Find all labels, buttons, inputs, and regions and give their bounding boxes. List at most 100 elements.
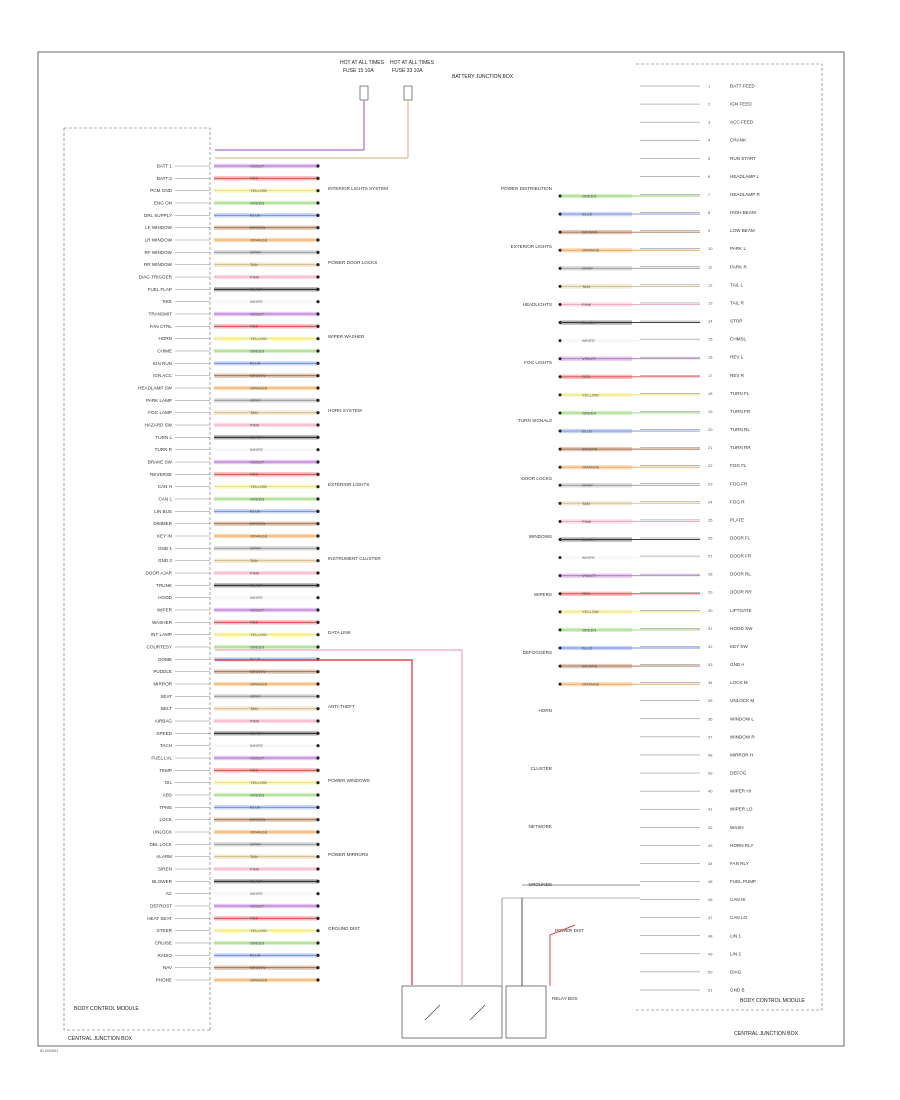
left-wire-terminal	[316, 287, 320, 291]
right-wire-terminal	[558, 501, 562, 505]
right-pin-number: 42	[708, 825, 713, 830]
left-pin-label: DRL SUPPLY	[144, 213, 172, 218]
left-wire-color: WHITE	[250, 743, 263, 748]
left-pin-label: INT LAMP	[151, 632, 172, 637]
left-wire-color: BLACK	[250, 731, 263, 736]
left-wire-terminal	[316, 608, 320, 612]
right-wire-color: BLUE	[582, 428, 593, 433]
right-wire-terminal	[558, 302, 562, 306]
left-system-note: DATA LINK	[328, 630, 352, 635]
right-wire-color: RED	[582, 591, 591, 596]
right-pin-label: MIRROR H	[730, 752, 753, 757]
left-wire-color: PINK	[250, 866, 260, 871]
left-pin-label: FAN CTRL	[150, 324, 173, 329]
left-pin-label: WASHER	[152, 620, 173, 625]
right-pin-label: ACC FEED	[730, 120, 754, 125]
right-wire-terminal	[558, 628, 562, 632]
right-pin-label: DOOR RR	[730, 590, 752, 595]
left-pin-label: TEMP	[159, 768, 172, 773]
left-wire-color: RED	[250, 768, 259, 773]
right-pin-number: 34	[708, 680, 713, 685]
left-pin-label: TRUNK	[156, 583, 173, 588]
right-pin-number: 40	[708, 789, 713, 794]
right-pin-number: 20	[708, 427, 713, 432]
left-system-note: GROUND DIST	[328, 926, 360, 931]
right-wire-color: GREEN	[582, 410, 596, 415]
right-pin-number: 24	[708, 499, 713, 504]
right-pin-number: 36	[708, 716, 713, 721]
left-pin-label: LR WINDOW	[145, 238, 173, 243]
right-pin-label: TURN FR	[730, 409, 751, 414]
battery-note: BATTERY JUNCTION BOX	[452, 74, 514, 80]
left-wire-color: WHITE	[250, 299, 263, 304]
left-wire-color: VIOLET	[250, 607, 265, 612]
right-system-note: DOOR LOCKS	[521, 476, 552, 481]
right-pin-label: TURN RR	[730, 445, 751, 450]
left-pin-label: KEY IN	[157, 534, 172, 539]
right-pin-label: REV R	[730, 373, 745, 378]
left-wire-color: RED	[250, 620, 259, 625]
left-pin-label: ABS	[163, 793, 172, 798]
right-pin-label: IGN FEED	[730, 102, 752, 107]
left-pin-label: DBL LOCK	[149, 842, 172, 847]
right-wire-terminal	[558, 646, 562, 650]
right-wire-color: ORANGE	[582, 248, 600, 253]
right-pin-number: 37	[708, 734, 713, 739]
left-wire-terminal	[316, 929, 320, 933]
right-pin-label: FOG FL	[730, 463, 747, 468]
left-wire-color: RED	[250, 324, 259, 329]
left-wire-terminal	[316, 238, 320, 242]
left-wire-terminal	[316, 337, 320, 341]
left-pin-label: IGN ACC	[153, 373, 173, 378]
left-wire-terminal	[316, 398, 320, 402]
left-wire-terminal	[316, 546, 320, 550]
right-wire-color: BLUE	[582, 211, 593, 216]
right-wire-color: BROWN	[582, 230, 597, 235]
right-wire-terminal	[558, 538, 562, 542]
right-pin-number: 25	[708, 517, 713, 522]
right-pin-label: CHMSL	[730, 337, 747, 342]
left-pin-label: REVERSE	[150, 472, 172, 477]
relay-box-label: RELAY BOX	[552, 996, 578, 1001]
left-wire-color: ORANGE	[250, 533, 268, 538]
left-wire-color: WHITE	[250, 595, 263, 600]
right-wire-terminal	[558, 483, 562, 487]
left-wire-terminal	[316, 855, 320, 859]
right-pin-label: REV L	[730, 355, 744, 360]
left-pin-label: PCM GND	[150, 188, 172, 193]
relay-contact-2	[469, 1004, 486, 1021]
left-wire-terminal	[316, 164, 320, 168]
fuse-name-2: FUSE 33 10A	[392, 68, 423, 74]
left-wire-color: BROWN	[250, 965, 265, 970]
right-wire-terminal	[558, 429, 562, 433]
left-pin-label: TACH	[160, 743, 172, 748]
right-pin-number: 50	[708, 969, 713, 974]
left-pin-label: RKE	[163, 299, 172, 304]
left-pin-label: LIN BUS	[154, 509, 172, 514]
left-wire-color: PINK	[250, 570, 260, 575]
left-wire-terminal	[316, 682, 320, 686]
right-wire-color: ORANGE	[582, 682, 600, 687]
right-wire-color: GRAY	[582, 266, 593, 271]
left-wire-color: GREEN	[250, 200, 264, 205]
right-pin-number: 3	[708, 120, 711, 125]
left-pin-label: TURN R	[155, 447, 173, 452]
right-wire-terminal	[558, 266, 562, 270]
right-wire-terminal	[558, 556, 562, 560]
right-pin-label: WASH	[730, 825, 744, 830]
right-pin-number: 30	[708, 608, 713, 613]
left-pin-label: SIREN	[158, 867, 172, 872]
left-pin-label: LF WINDOW	[145, 225, 172, 230]
left-wire-color: WHITE	[250, 891, 263, 896]
left-wire-terminal	[316, 522, 320, 526]
left-wire-color: GRAY	[250, 694, 261, 699]
left-wire-color: BLUE	[250, 361, 261, 366]
right-pin-number: 27	[708, 554, 713, 559]
right-pin-number: 22	[708, 463, 713, 468]
right-system-note: NETWORK	[529, 824, 553, 829]
left-wire-color: BLACK	[250, 583, 263, 588]
left-pin-label: DIMMER	[153, 521, 172, 526]
left-wire-color: ORANGE	[250, 385, 268, 390]
left-wire-color: VIOLET	[250, 903, 265, 908]
